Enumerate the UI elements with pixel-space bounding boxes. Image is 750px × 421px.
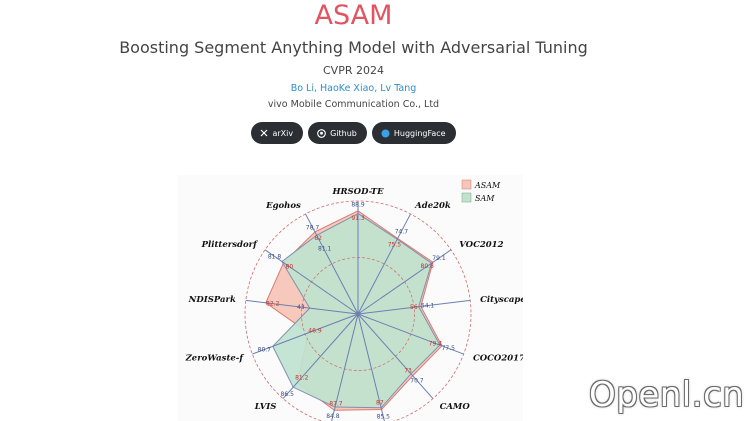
data-label-sam: 86.5	[281, 391, 295, 398]
link-buttons: arXiv Github HuggingFace	[0, 122, 707, 144]
axis-label: CAMO	[440, 402, 471, 412]
axis-label: COCO2017	[473, 354, 523, 364]
arxiv-button-label: arXiv	[272, 128, 294, 138]
data-label-asam: 56	[410, 304, 418, 311]
data-label-asam: 82	[314, 235, 322, 242]
axis-label: Ade20k	[414, 201, 451, 211]
huggingface-icon	[381, 129, 390, 138]
arxiv-button[interactable]: arXiv	[251, 122, 304, 144]
data-label-sam: 74.7	[395, 228, 409, 235]
author-link[interactable]: HaoKe Xiao	[320, 83, 375, 94]
data-label-asam: 80.6	[421, 263, 435, 270]
author-link[interactable]: Bo Li	[290, 83, 314, 94]
data-label-sam: 84.8	[326, 413, 340, 420]
axis-label: VOC2012	[459, 240, 503, 250]
axis-spoke	[357, 249, 452, 315]
radar-chart: HRSOD-TE Ade20kVOC2012CityscapesCOCO2017C…	[185, 179, 523, 421]
axis-spoke	[252, 313, 359, 355]
axis-spoke	[282, 313, 359, 399]
data-label-asam: 87	[376, 400, 384, 407]
axis-label: Egohos	[265, 201, 301, 211]
axis-label: Plittersdorf	[201, 240, 258, 250]
axis-spoke	[331, 313, 359, 421]
huggingface-button[interactable]: HuggingFace	[371, 122, 456, 144]
data-label-asam: 79.4	[429, 340, 443, 347]
data-label-sam: 79.1	[432, 255, 446, 262]
data-label-sam: 80.7	[258, 347, 272, 354]
venue-label: CVPR 2024	[323, 64, 384, 77]
data-label-asam: 46.9	[308, 327, 322, 334]
data-label-asam: 81.2	[295, 374, 309, 381]
data-label-sam: 88.9	[351, 202, 365, 209]
axis-spoke	[357, 313, 464, 355]
chart-legend: ASAM SAM	[461, 179, 501, 203]
data-label-asam: 82.2	[266, 301, 280, 308]
data-label-sam: 81.8	[268, 253, 282, 260]
data-label-asam: 80	[286, 264, 294, 271]
axis-spoke	[245, 299, 359, 315]
arxiv-icon	[260, 129, 268, 137]
data-label-asam: 75.5	[388, 242, 402, 249]
axis-spoke	[305, 213, 359, 315]
axis-label: NDISPark	[188, 295, 236, 305]
page-title: ASAM	[314, 0, 393, 31]
legend-label-sam: SAM	[475, 194, 495, 203]
axis-spoke	[357, 299, 471, 315]
legend-swatch-asam	[461, 179, 472, 190]
author-list: Bo Li, HaoKe Xiao, Lv Tang	[290, 83, 417, 94]
data-label-asam: 91.3	[351, 215, 365, 222]
github-button-label: Github	[330, 128, 357, 138]
axis-spoke	[357, 313, 434, 399]
axis-label: LVIS	[254, 402, 277, 412]
axis-label: ZeroWaste-f	[185, 354, 245, 364]
axis-label: HRSOD-TE	[331, 187, 384, 197]
data-label-sam: 85.5	[377, 414, 391, 421]
data-label-asam: 73	[404, 368, 412, 375]
legend-label-asam: ASAM	[474, 181, 501, 190]
legend-swatch-sam	[461, 192, 472, 203]
axis-spoke	[357, 313, 385, 421]
radar-figure: HRSOD-TE Ade20kVOC2012CityscapesCOCO2017C…	[178, 175, 523, 421]
watermark-logo: Openl.cn	[589, 375, 745, 415]
affiliation: vivo Mobile Communication Co., Ltd	[267, 99, 440, 110]
data-label-sam-extra: 81.1	[318, 246, 332, 253]
data-label-sam: 54.1	[421, 303, 435, 310]
github-button[interactable]: Github	[308, 122, 367, 144]
axis-spoke	[357, 213, 411, 315]
github-icon	[317, 128, 326, 138]
data-label-sam: 43	[297, 304, 305, 311]
data-label-sam: 78.7	[306, 224, 320, 231]
axis-spoke	[264, 249, 359, 315]
author-link[interactable]: Lv Tang	[380, 83, 417, 94]
paper-subtitle: Boosting Segment Anything Model with Adv…	[119, 38, 588, 57]
data-label-asam: 87.7	[329, 400, 343, 407]
axis-label: Cityscapes	[480, 295, 523, 305]
data-label-sam: 77.5	[442, 345, 456, 352]
data-label-sam: 70.7	[410, 378, 424, 385]
huggingface-button-label: HuggingFace	[393, 128, 446, 138]
